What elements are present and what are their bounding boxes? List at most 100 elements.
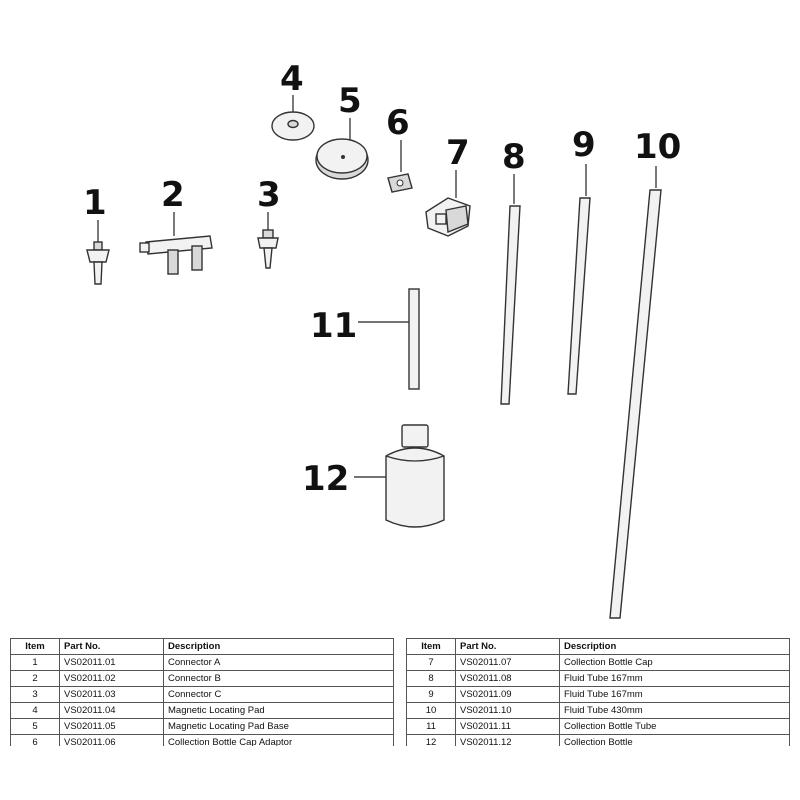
cell-part-no: VS02011.05 xyxy=(59,718,164,735)
cell-item: 2 xyxy=(10,670,60,687)
connector-c-drawing xyxy=(257,212,279,269)
pad-base-center xyxy=(341,155,345,159)
cell-item: 10 xyxy=(406,702,456,719)
connector-b-end xyxy=(139,242,150,253)
cell-item: 12 xyxy=(406,734,456,746)
cell-description: Magnetic Locating Pad Base xyxy=(163,718,394,735)
cell-part-no: VS02011.03 xyxy=(59,686,164,703)
pad-hole xyxy=(287,119,299,129)
callout-4: 4 xyxy=(280,59,304,99)
cell-description: Fluid Tube 167mm xyxy=(559,686,790,703)
callout-2: 2 xyxy=(161,175,185,215)
exploded-parts-diagram: 4 5 6 7 8 9 10 1 2 3 11 12 xyxy=(83,59,681,619)
table-header-row: Item Part No. Description xyxy=(10,638,394,655)
cell-description: Connector A xyxy=(163,654,394,671)
adaptor-hole xyxy=(396,179,404,187)
cell-part-no: VS02011.02 xyxy=(59,670,164,687)
collection-bottle-tube xyxy=(408,288,420,390)
column-header-description: Description xyxy=(559,638,790,655)
cell-description: Collection Bottle Cap Adaptor xyxy=(163,734,394,746)
callout-8: 8 xyxy=(502,137,526,177)
cell-description: Collection Bottle Tube xyxy=(559,718,790,735)
cell-description: Collection Bottle xyxy=(559,734,790,746)
callout-5: 5 xyxy=(338,81,362,121)
bottle-neck xyxy=(401,424,429,448)
cell-description: Connector B xyxy=(163,670,394,687)
collection-bottle-drawing xyxy=(354,424,445,528)
collection-bottle-tube-drawing xyxy=(358,288,420,390)
cell-item: 6 xyxy=(10,734,60,746)
cell-item: 9 xyxy=(406,686,456,703)
connector-c-collar xyxy=(257,237,279,249)
fluid-tube-9 xyxy=(567,197,591,395)
cell-description: Magnetic Locating Pad xyxy=(163,702,394,719)
bottle-shoulder xyxy=(385,455,445,462)
callout-11: 11 xyxy=(310,306,357,346)
cell-part-no: VS02011.10 xyxy=(455,702,560,719)
cell-part-no: VS02011.07 xyxy=(455,654,560,671)
cell-part-no: VS02011.04 xyxy=(59,702,164,719)
callout-3: 3 xyxy=(257,175,281,215)
cell-description: Fluid Tube 167mm xyxy=(559,670,790,687)
cap-side xyxy=(445,205,469,233)
fluid-tube-8 xyxy=(500,205,521,405)
connector-b-leg-2 xyxy=(191,245,203,271)
cell-item: 4 xyxy=(10,702,60,719)
fluid-tube-9-drawing xyxy=(567,164,591,395)
connector-c-barb xyxy=(263,247,273,269)
cell-part-no: VS02011.01 xyxy=(59,654,164,671)
connector-a-barb xyxy=(93,261,103,285)
fluid-tube-10 xyxy=(609,189,662,619)
cell-description: Collection Bottle Cap xyxy=(559,654,790,671)
cell-item: 7 xyxy=(406,654,456,671)
cell-description: Fluid Tube 430mm xyxy=(559,702,790,719)
column-header-part-no: Part No. xyxy=(455,638,560,655)
column-header-item: Item xyxy=(10,638,60,655)
connector-c-top xyxy=(262,229,274,239)
magnetic-locating-pad-base-drawing xyxy=(315,118,369,180)
bottle-body xyxy=(385,447,445,528)
cell-part-no: VS02011.08 xyxy=(455,670,560,687)
connector-a-drawing xyxy=(86,220,110,285)
table-header-row: Item Part No. Description xyxy=(406,638,790,655)
connector-b-leg-1 xyxy=(167,249,179,275)
cell-item: 11 xyxy=(406,718,456,735)
bottle-cap-drawing xyxy=(425,170,471,237)
fluid-tube-8-drawing xyxy=(500,174,521,405)
connector-a-collar xyxy=(86,249,110,263)
column-header-description: Description xyxy=(163,638,394,655)
cap-nozzle xyxy=(435,213,447,225)
callout-9: 9 xyxy=(572,125,596,165)
cell-item: 8 xyxy=(406,670,456,687)
cell-item: 5 xyxy=(10,718,60,735)
callout-7: 7 xyxy=(446,133,470,173)
cell-part-no: VS02011.06 xyxy=(59,734,164,746)
fluid-tube-10-drawing xyxy=(609,166,662,619)
cap-adaptor-drawing xyxy=(387,140,413,193)
connector-b-drawing xyxy=(139,212,213,275)
cell-item: 1 xyxy=(10,654,60,671)
column-header-part-no: Part No. xyxy=(59,638,164,655)
cell-part-no: VS02011.11 xyxy=(455,718,560,735)
cell-item: 3 xyxy=(10,686,60,703)
cell-description: Connector C xyxy=(163,686,394,703)
cell-part-no: VS02011.09 xyxy=(455,686,560,703)
callout-1: 1 xyxy=(83,183,107,223)
magnetic-locating-pad-drawing xyxy=(271,95,315,141)
cell-part-no: VS02011.12 xyxy=(455,734,560,746)
